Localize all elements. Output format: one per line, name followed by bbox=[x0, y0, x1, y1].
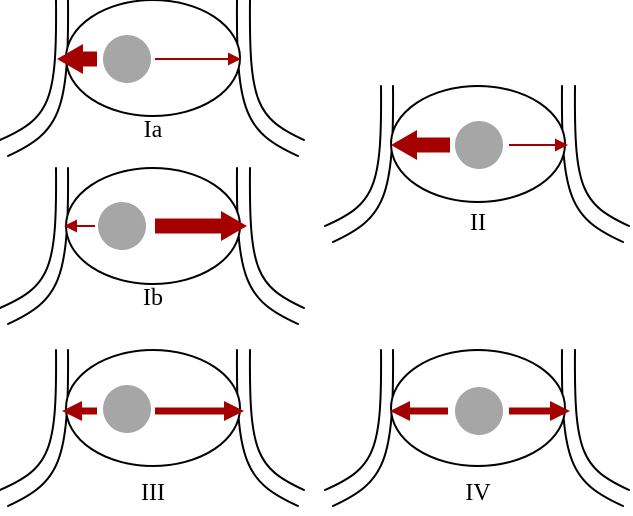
left-force-arrow bbox=[64, 219, 95, 233]
arrow-shaft bbox=[82, 407, 97, 415]
arrow-head bbox=[390, 401, 410, 421]
right-force-arrow bbox=[155, 401, 244, 421]
arrow-head bbox=[221, 211, 247, 241]
panel-IV: IV bbox=[324, 349, 630, 507]
panel-III: III bbox=[0, 349, 305, 507]
right-force-arrow bbox=[509, 401, 570, 421]
panel-label: III bbox=[141, 480, 165, 506]
panel-label: II bbox=[470, 210, 486, 236]
arrow-head bbox=[550, 401, 570, 421]
arrow-shaft bbox=[417, 137, 450, 153]
arrow-head bbox=[228, 52, 241, 66]
panel-II: II bbox=[324, 85, 630, 243]
arrow-shaft bbox=[77, 225, 95, 227]
arrow-head bbox=[391, 130, 417, 160]
arrow-shaft bbox=[410, 407, 448, 415]
nucleus bbox=[455, 121, 503, 169]
right-force-arrow bbox=[509, 138, 568, 152]
right-force-arrow bbox=[155, 52, 241, 66]
arrow-shaft bbox=[155, 407, 224, 415]
right-force-arrow bbox=[155, 211, 247, 241]
arrow-shaft bbox=[155, 58, 228, 60]
left-force-arrow bbox=[390, 401, 448, 421]
cell-outline bbox=[65, 349, 241, 467]
arrow-head bbox=[64, 219, 77, 233]
left-force-arrow bbox=[62, 401, 97, 421]
nucleus bbox=[103, 35, 151, 83]
arrow-head bbox=[57, 44, 83, 74]
arrow-shaft bbox=[509, 407, 550, 415]
nucleus bbox=[103, 385, 151, 433]
arrow-head bbox=[555, 138, 568, 152]
left-force-arrow bbox=[57, 44, 97, 74]
nucleus bbox=[98, 202, 146, 250]
arrow-shaft bbox=[155, 218, 221, 234]
left-force-arrow bbox=[391, 130, 450, 160]
panel-label: Ib bbox=[143, 285, 163, 311]
arrow-head bbox=[224, 401, 244, 421]
panel-Ia: Ia bbox=[0, 0, 305, 157]
panel-Ib: Ib bbox=[0, 167, 305, 325]
nucleus bbox=[455, 387, 503, 435]
arrow-shaft bbox=[509, 144, 555, 146]
panel-label: IV bbox=[465, 480, 491, 506]
arrow-shaft bbox=[83, 51, 97, 67]
panel-label: Ia bbox=[144, 117, 163, 143]
arrow-head bbox=[62, 401, 82, 421]
